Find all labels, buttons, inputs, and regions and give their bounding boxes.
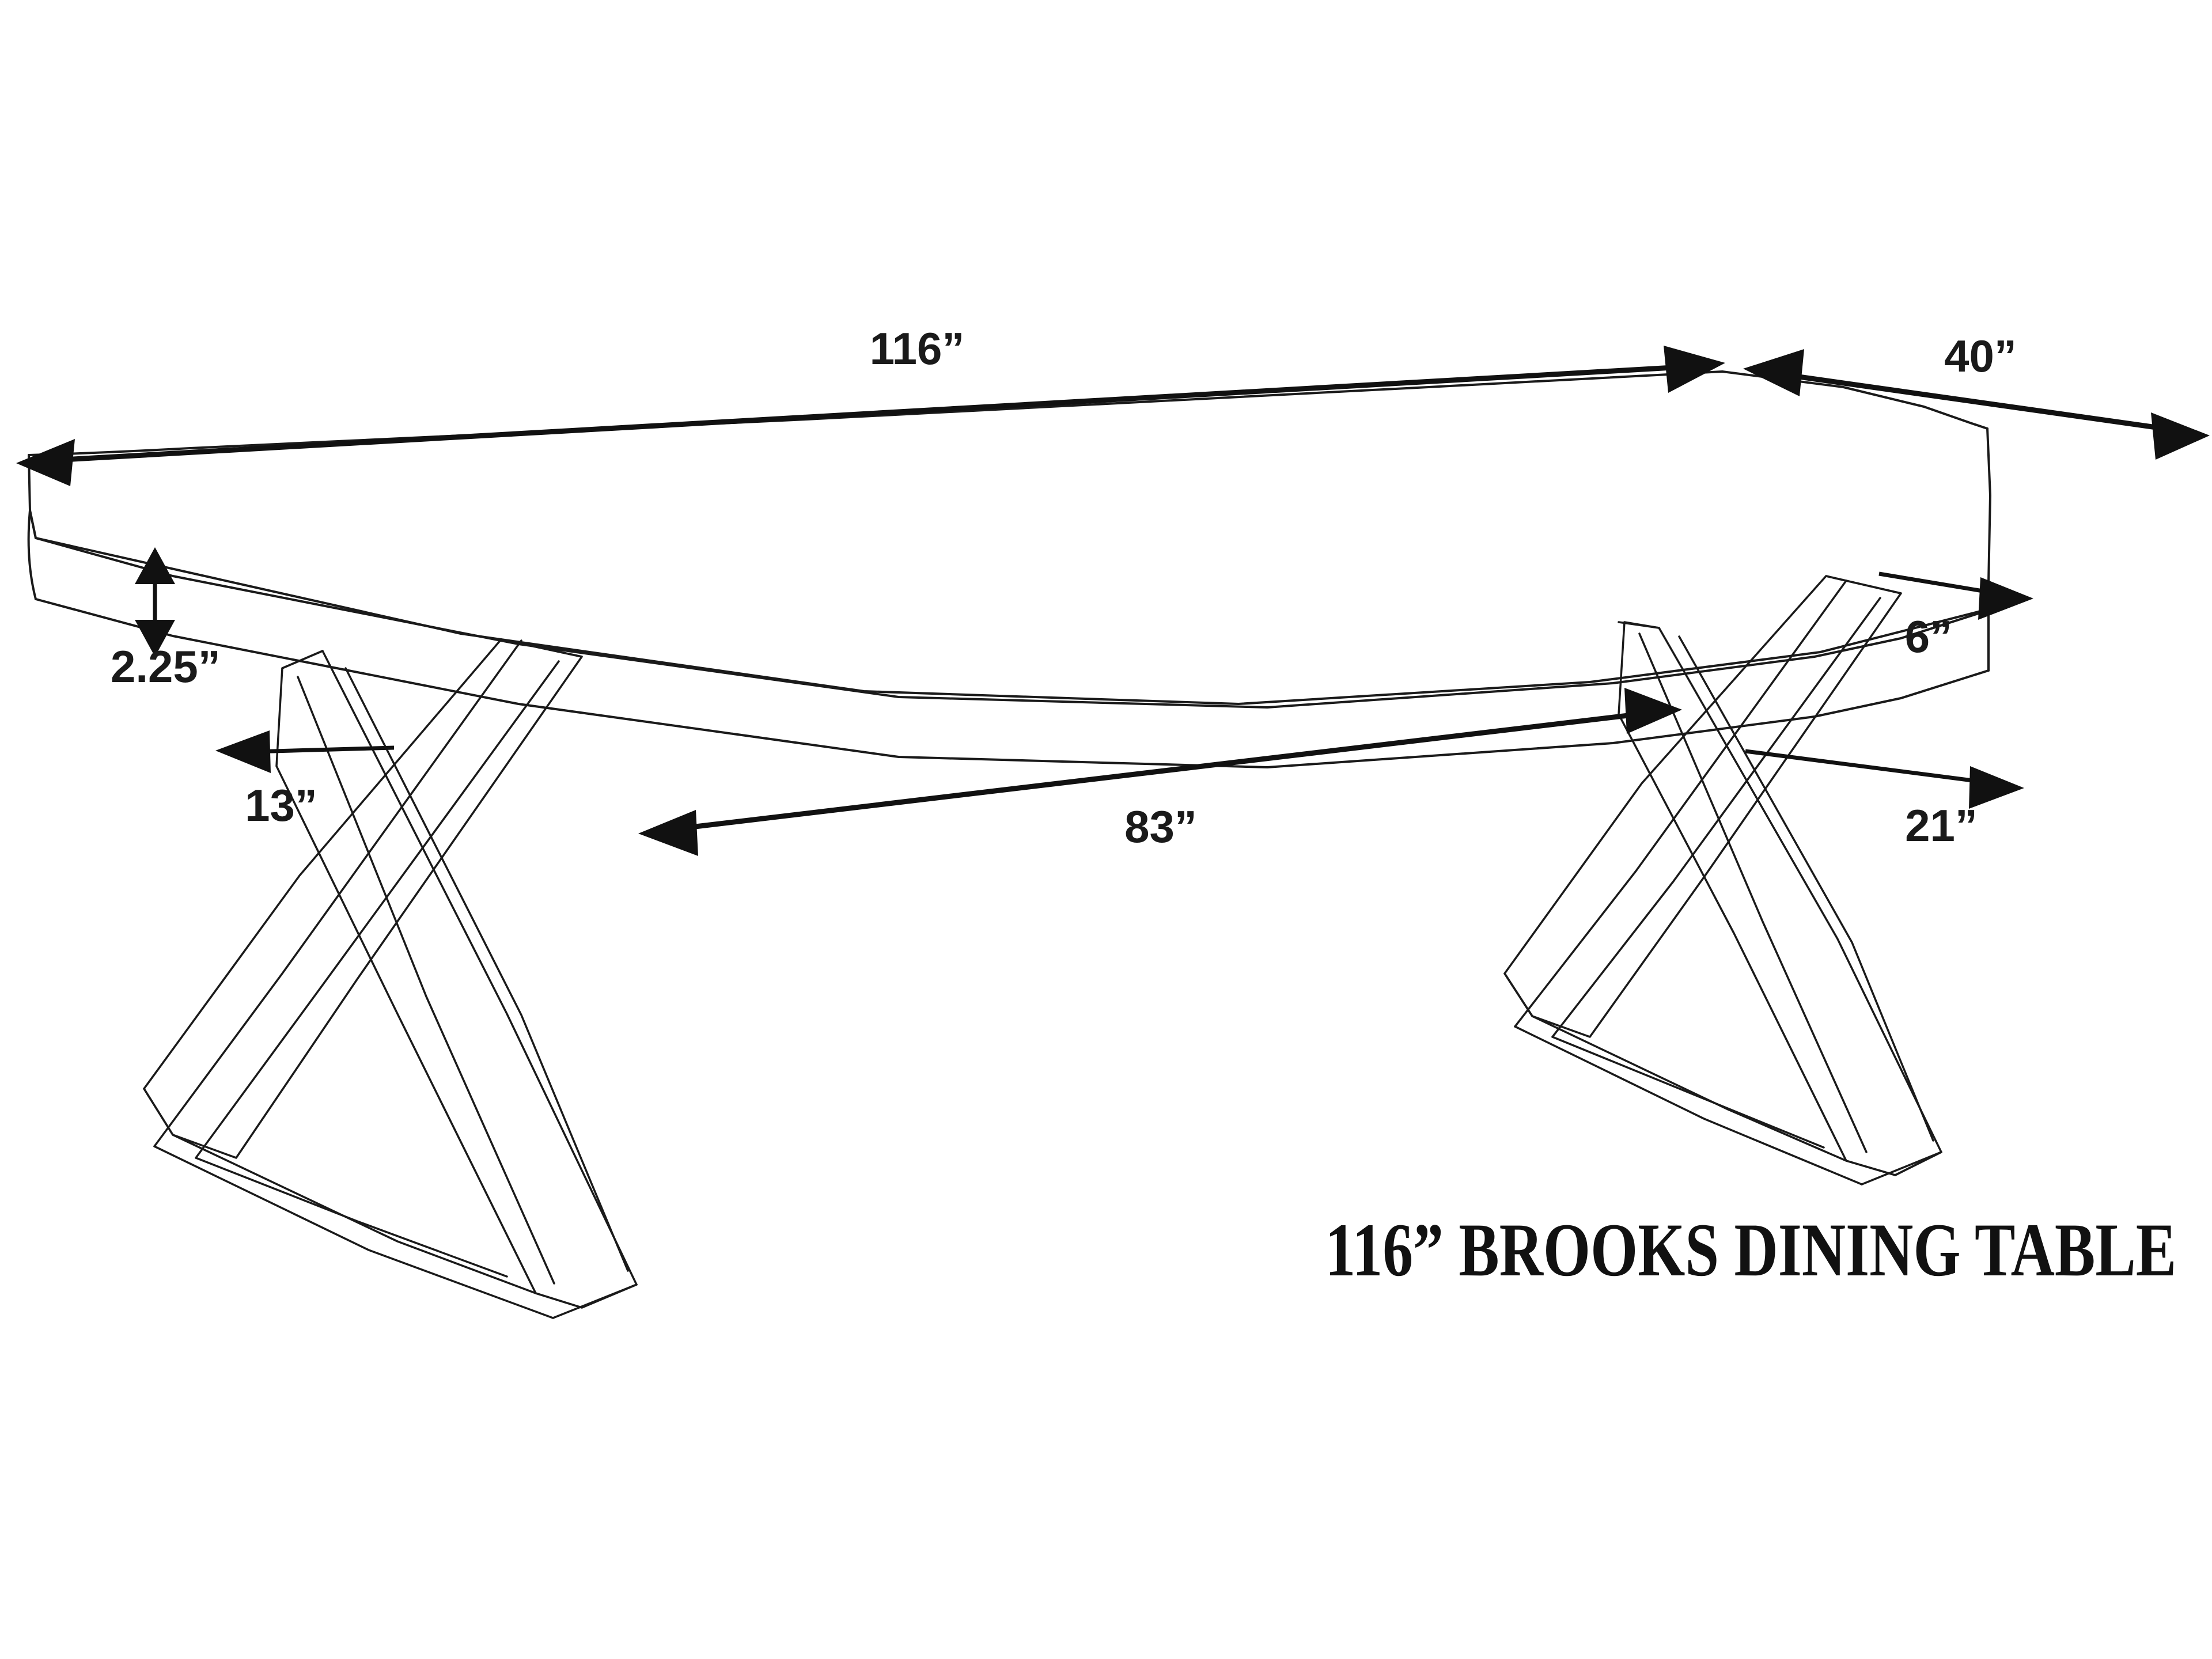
dimension-thickness-arrowhead-top (135, 547, 175, 584)
dimension-leg-stock-label: 6” (1905, 611, 1952, 662)
table-top-left-end-thickness (27, 509, 37, 600)
left-leg-foot-end-cap (552, 1283, 638, 1319)
right-leg-top-attachment (1618, 575, 1902, 629)
dimension-length-label: 116” (870, 323, 965, 374)
table-top-left-corner-fillet (29, 509, 37, 539)
table-top-front-surface-edge (35, 537, 1988, 705)
left-leg-strut-front-back-edge (297, 676, 555, 1285)
dimension-thickness-2-25: 2.25” (111, 547, 221, 692)
dimension-width-arrowhead-right (2151, 412, 2210, 460)
dimension-leg-stock-leader (1878, 571, 1997, 596)
dimension-leg-spread-leader (1745, 749, 1987, 785)
dimension-leg-span-label: 83” (1124, 801, 1197, 852)
right-leg-strut-front-back-edge (1638, 632, 1868, 1153)
dimension-leg-foot-leader (252, 745, 395, 754)
right-leg-foot-end-cap (1861, 1151, 1942, 1185)
left-x-leg (143, 638, 638, 1319)
right-leg-foot-brace-inner (1514, 1025, 1863, 1185)
dimension-width-arrowhead-left (1743, 349, 1804, 396)
left-leg-strut-back-back-edge (153, 639, 522, 1147)
dimension-leg-foot-arrowhead (215, 730, 271, 773)
dimension-width-label: 40” (1944, 331, 2017, 381)
left-leg-strut-front-inner-edge (344, 667, 629, 1272)
dimension-thickness-label: 2.25” (111, 641, 221, 692)
dimension-leg-foot-13: 13” (215, 730, 395, 831)
dimension-thickness-arrowhead-bottom (135, 620, 175, 657)
dimension-length-arrowhead-right (1664, 346, 1725, 393)
dimension-leg-span-arrowhead-right (1624, 688, 1682, 734)
right-leg-foot-brace-bottom (1503, 972, 1942, 1176)
right-leg-strut-back-back-edge (1514, 579, 1847, 1028)
left-leg-foot-brace-bottom (143, 1088, 638, 1309)
dimension-width-line (1774, 370, 2190, 435)
dimension-leg-span-line (671, 710, 1648, 832)
dimension-leg-spread-label: 21” (1905, 800, 1978, 851)
right-leg-strut-front-inner-edge (1678, 635, 1934, 1142)
dimension-width-40: 40” (1743, 331, 2210, 460)
dimension-leg-span-arrowhead-left (638, 810, 698, 856)
left-leg-foot-brace-inner (153, 1145, 554, 1319)
left-leg-top-attachment (281, 638, 583, 669)
right-leg-strut-back (1503, 575, 1902, 1038)
drawing-title: 116” BROOKS DINING TABLE (1325, 1207, 2176, 1292)
table-top (27, 370, 1991, 768)
left-leg-foot-brace-relief (195, 1157, 508, 1278)
dimension-leg-span-83: 83” (638, 688, 1682, 856)
dimension-leg-spread-arrowhead (1969, 766, 2024, 809)
dimension-leg-foot-label: 13” (245, 780, 317, 831)
dimension-leg-spread-21: 21” (1745, 749, 2024, 851)
right-x-leg (1503, 575, 1942, 1185)
left-leg-strut-back-inner-edge (195, 660, 560, 1159)
dimension-leg-stock-6: 6” (1878, 571, 2033, 662)
dimension-length-116: 116” (16, 323, 1725, 486)
left-leg-strut-back (143, 638, 583, 1159)
table-top-front-bottom-edge (35, 598, 1990, 768)
right-leg-strut-back-inner-edge (1551, 597, 1881, 1038)
dimension-leg-stock-arrowhead (1978, 577, 2033, 620)
dimension-length-line (43, 363, 1694, 464)
right-leg-foot-brace-relief (1551, 1036, 1825, 1149)
dimension-length-arrowhead-left (16, 439, 75, 486)
